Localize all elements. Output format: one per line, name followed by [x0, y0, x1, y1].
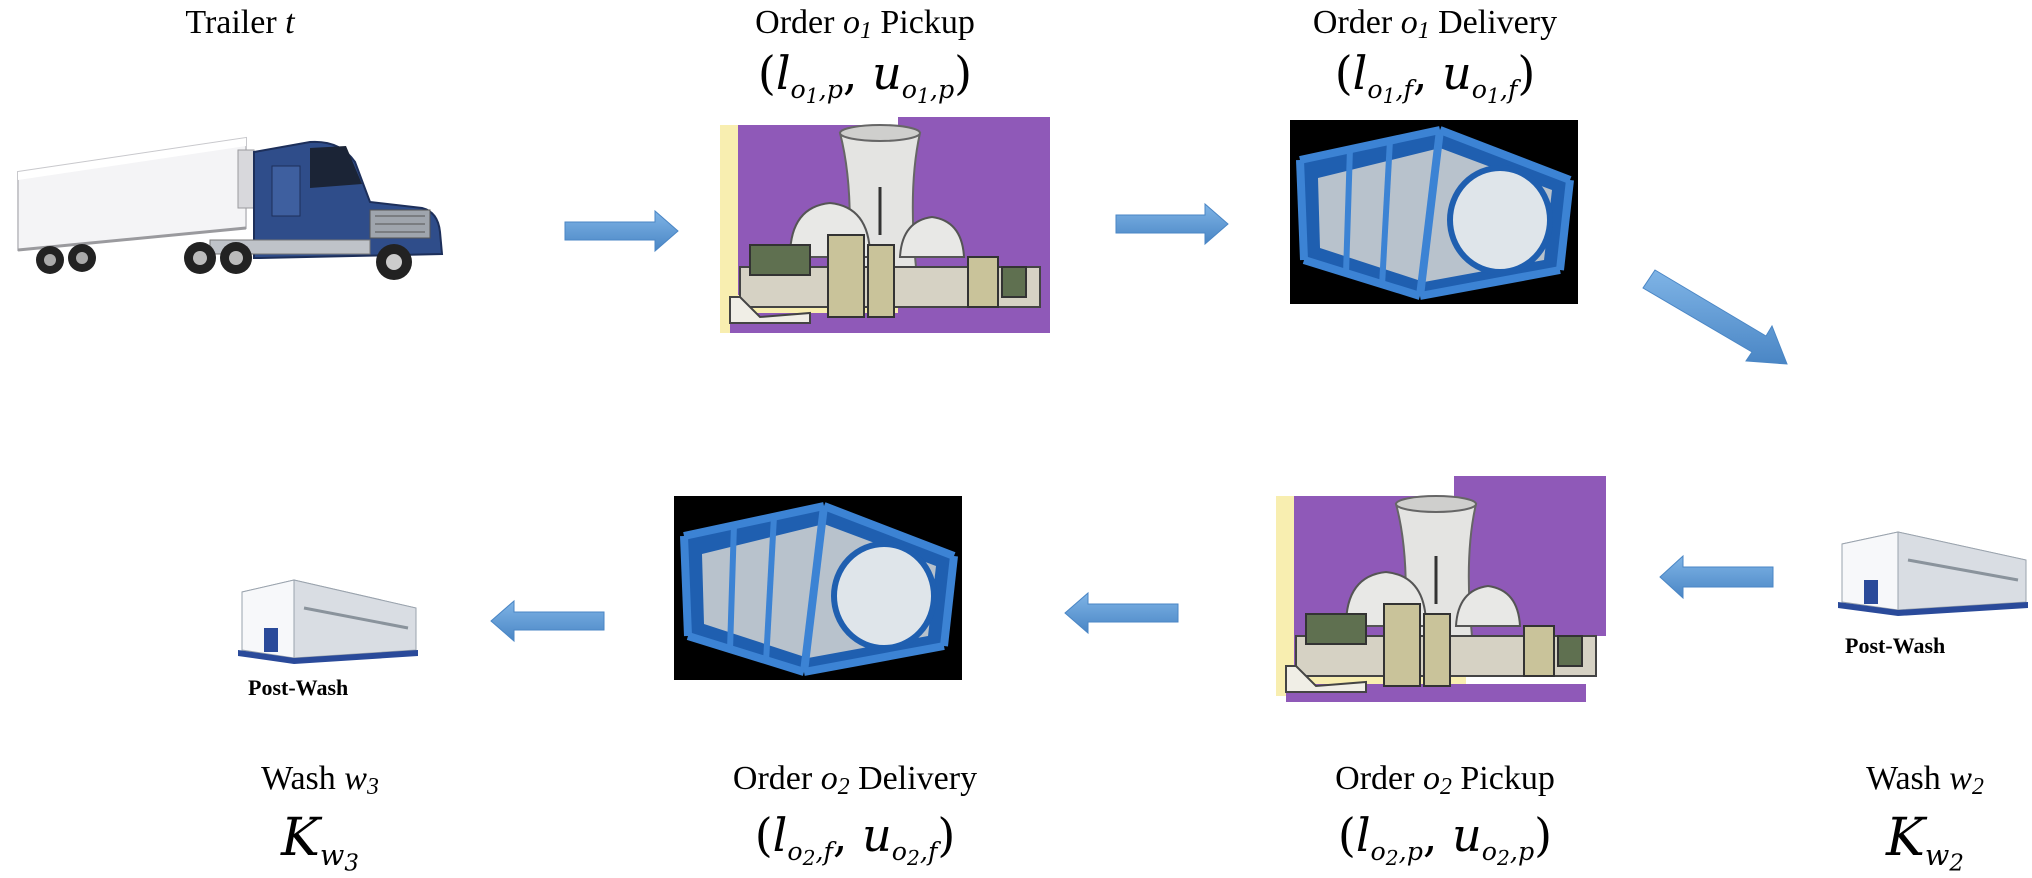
o2-pickup-suffix: Pickup [1460, 760, 1555, 797]
o2-pickup-window: (lo2,p, uo2,p) [1337, 808, 1553, 870]
o1-pickup-sym: o [842, 4, 860, 41]
o2-pickup-prefix: Order [1335, 760, 1415, 797]
trailer-label-text: Trailer [185, 4, 277, 41]
o2-pickup-sub: 2 [1439, 773, 1452, 800]
o2-pickup-label: Order o2 Pickup [1270, 760, 1620, 800]
o2-delivery-prefix: Order [732, 760, 813, 797]
arrow-o2-pickup-to-o2-delivery [1064, 591, 1179, 635]
o2-delivery-tank-container-icon [674, 496, 962, 680]
arrow-o1-pickup-to-o1-delivery [1115, 202, 1229, 246]
o1-delivery-suffix: Delivery [1438, 4, 1558, 41]
o2-delivery-sym: o [820, 760, 838, 797]
o2-delivery-suffix: Delivery [858, 760, 978, 797]
o1-pickup-plant-icon [720, 117, 1050, 333]
o1-delivery-prefix: Order [1312, 4, 1393, 41]
arrow-trailer-to-o1-pickup [564, 209, 679, 253]
wash-w2-label: Wash w2 [1830, 760, 2020, 800]
o1-pickup-suffix: Pickup [880, 4, 975, 41]
wash-w3-sub: 3 [366, 773, 379, 800]
o2-delivery-window: (lo2,f, uo2,f) [754, 808, 956, 870]
arrow-o2-delivery-to-wash-w3 [490, 599, 605, 643]
wash-w2-warehouse-icon [1838, 531, 2028, 616]
wash-w3-sym: w [344, 760, 367, 797]
o2-pickup-plant-icon [1276, 476, 1606, 702]
o1-delivery-sym: o [1400, 4, 1418, 41]
o2-delivery-label: Order o2 Delivery [660, 760, 1050, 800]
wash-w3-label: Wash w3 [220, 760, 420, 800]
arrow-o1-delivery-to-wash-w2 [1642, 269, 1788, 365]
o2-delivery-sub: 2 [837, 773, 850, 800]
o1-pickup-prefix: Order [755, 4, 835, 41]
o2-pickup-sym: o [1422, 760, 1440, 797]
wash-w3-prefix: Wash [261, 760, 336, 797]
o1-pickup-label: Order o1 Pickup [690, 4, 1040, 44]
o1-delivery-window: (lo1,f, uo1,f) [1334, 46, 1536, 108]
trailer-var: t [285, 4, 295, 41]
wash-w3-warehouse-icon [238, 579, 418, 664]
truck-icon [17, 136, 444, 280]
wash-w2-sym: w [1949, 760, 1972, 797]
arrow-wash-w2-to-o2-pickup [1659, 554, 1774, 600]
trailer-label: Trailer t [150, 4, 330, 41]
wash-w3-capacity: Kw3 [281, 808, 359, 877]
wash-w2-capacity: Kw2 [1886, 808, 1964, 877]
o1-delivery-sub: 1 [1417, 17, 1430, 44]
wash-w3-post-wash-label: Post-Wash [248, 675, 349, 700]
o1-pickup-window: (lo1,p, uo1,p) [757, 46, 973, 108]
wash-w2-prefix: Wash [1866, 760, 1941, 797]
wash-w2-sub: 2 [1971, 773, 1984, 800]
wash-w2-post-wash-label: Post-Wash [1845, 633, 1946, 658]
o1-delivery-label: Order o1 Delivery [1240, 4, 1630, 44]
o1-delivery-tank-container-icon [1290, 120, 1578, 304]
o1-pickup-sub: 1 [859, 17, 872, 44]
